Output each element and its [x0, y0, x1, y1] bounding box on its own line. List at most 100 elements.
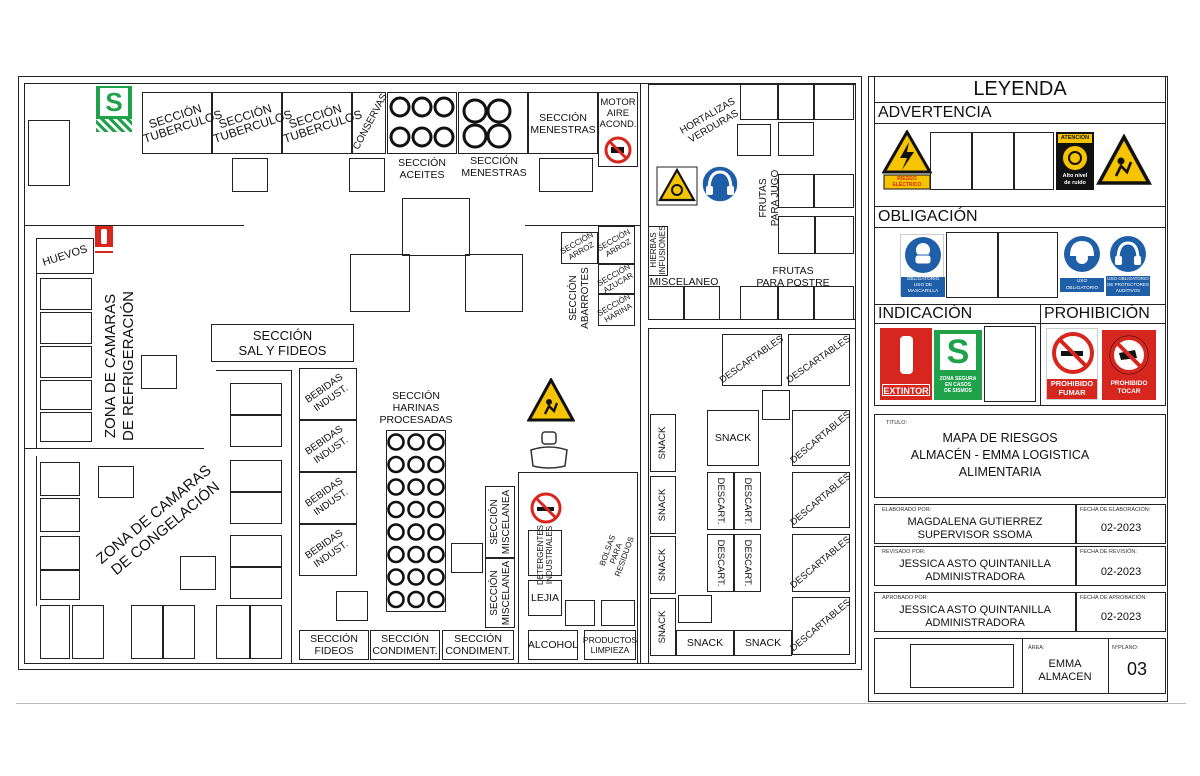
- freezer-col-3: [230, 460, 282, 492]
- produce-bottom-1: [648, 286, 684, 320]
- cofia-mandatory-sign: USO OBLIGATORIO DE COFIA: [1060, 234, 1104, 298]
- hierbas-box: [648, 226, 668, 276]
- condimentos-box-1: [370, 630, 440, 660]
- harinas-circle: [427, 500, 445, 519]
- mask-icon: [905, 237, 941, 273]
- condimentos-label-2: SECCIÓN CONDIMENT.: [445, 633, 511, 657]
- harinas-circle: [387, 478, 405, 496]
- descart-3: [707, 534, 734, 592]
- extintor-text: EXTINTOR: [882, 384, 930, 396]
- image-placeholder: [565, 600, 595, 626]
- lejia-box: [528, 580, 562, 616]
- image-placeholder: [28, 120, 70, 186]
- area-divider-2: [1108, 638, 1110, 694]
- ear-protection-icon: [701, 165, 739, 203]
- harinas-circle: [407, 568, 425, 586]
- image-placeholder: [232, 158, 268, 192]
- produce-cell-7: [814, 174, 854, 208]
- descart-label-3: DESCART.: [715, 539, 726, 587]
- fridge-3: [40, 346, 92, 378]
- snack-label-col-2: SNACK: [657, 488, 668, 522]
- noise-attention-sign: ATENCIÓN Alto nivel de ruido: [1056, 132, 1094, 190]
- fecha-elab-cell: [1076, 504, 1166, 544]
- fecha-rev-cell: [1076, 546, 1166, 586]
- detergentes-box: [528, 530, 562, 576]
- image-placeholder: [336, 591, 368, 621]
- legend-rule-2: [874, 123, 1166, 125]
- no-smoking-sign: PROHIBIDO FUMAR: [1046, 328, 1098, 400]
- s-letter-legend: S: [940, 334, 976, 370]
- alcohol-label: ALCOHOL: [527, 639, 579, 651]
- earmuff-icon: [1110, 236, 1146, 272]
- noise-warning-icon: [656, 166, 698, 206]
- no-smoking-legend-icon: [1052, 332, 1094, 374]
- aprobado-text: JESSICA ASTO QUINTANILLA ADMINISTRADORA: [899, 604, 1051, 629]
- plano-number: 03: [1126, 659, 1148, 679]
- produce-cell-6: [778, 216, 816, 254]
- freezer-bottom-3: [131, 605, 163, 659]
- image-placeholder: [601, 600, 635, 626]
- descart-4: [734, 534, 761, 592]
- harinas-circle: [407, 455, 425, 474]
- snack-label-col-1: SNACK: [657, 426, 668, 460]
- hearing-icon: [1063, 146, 1087, 170]
- fecha-rev-text: 02-2023: [1100, 566, 1142, 578]
- floor-plan: [18, 76, 862, 670]
- bebidas-3: [299, 472, 357, 524]
- image-placeholder: [465, 254, 523, 312]
- fecha-apr-text: 02-2023: [1100, 611, 1142, 623]
- fridge-1: [40, 278, 92, 310]
- productos-limpieza-box: [584, 630, 636, 660]
- revisado-label: REVISADO POR:: [882, 549, 926, 555]
- descartables-5: [792, 534, 850, 592]
- image-placeholder: [98, 466, 134, 498]
- snack-label-b2: SNACK: [744, 637, 782, 649]
- area-label: ÁREA:: [1028, 645, 1045, 651]
- condimentos-label-1: SECCIÓN CONDIMENT.: [372, 633, 438, 657]
- miscelanea-2: [485, 558, 515, 628]
- aceites-label: SECCIÓN ACEITES: [398, 157, 446, 181]
- harinas-circle: [427, 455, 445, 474]
- legend-rule-6: [874, 323, 1166, 325]
- desk-chair-icon: [530, 431, 568, 469]
- hairnet-icon: [1064, 236, 1100, 272]
- harinas-circle: [387, 500, 405, 519]
- fecha-apr-label: FECHA DE APROBACIÓN:: [1080, 595, 1147, 601]
- no-touch-sign: PROHIBIDO TOCAR: [1102, 330, 1156, 400]
- freezer-4: [40, 570, 80, 600]
- indicacion-heading: INDICACIÓN: [878, 305, 973, 322]
- miscelanea-label-1: SECCIÓN MISCELANEA: [489, 489, 512, 555]
- refrigeracion-label: ZONA DE CAMARAS DE REFRIGERACIÓN: [102, 291, 137, 442]
- produce-cell-2: [778, 84, 814, 120]
- harinas-circle: [427, 478, 445, 496]
- tuberculos-1: [142, 92, 212, 154]
- s-letter: S: [100, 88, 128, 116]
- frutas-jugo-label: FRUTAS PARA JUGO: [758, 169, 781, 227]
- snack-box-1: [707, 410, 759, 466]
- image-placeholder: [1014, 132, 1054, 190]
- harinas-circle: [427, 523, 445, 541]
- bebidas-1: [299, 368, 357, 420]
- snack-label-col-4: SNACK: [657, 610, 668, 644]
- image-placeholder: [984, 326, 1036, 402]
- safe-zone-text: ZONA SEGURA EN CASOS DE SISMOS: [939, 376, 977, 394]
- freezer-bottom-5: [216, 605, 250, 659]
- area-row: [874, 638, 1166, 694]
- snack-col-1: [650, 414, 676, 472]
- aceites-rack: [387, 92, 457, 154]
- cleaning-area: [518, 472, 638, 664]
- descart-label-4: DESCART.: [742, 539, 753, 587]
- freezer-1: [40, 462, 80, 496]
- descart-1: [707, 472, 734, 530]
- harinas-circle: [427, 433, 445, 451]
- snack-label-col-3: SNACK: [657, 548, 668, 582]
- harinas-circle: [387, 523, 405, 541]
- wall-left-mid: [24, 448, 204, 450]
- elaborado-text: MAGDALENA GUTIERREZ SUPERVISOR SSOMA: [907, 516, 1043, 541]
- harinas-circle: [407, 433, 425, 451]
- condimentos-box-2: [442, 630, 514, 660]
- titulo-text: MAPA DE RIESGOS ALMACÉN - EMMA LOGISTICA…: [910, 431, 1090, 479]
- wall-freezer-col-v: [291, 370, 293, 663]
- snack-label-b1: SNACK: [686, 637, 724, 649]
- tuberculos-2: [212, 92, 282, 154]
